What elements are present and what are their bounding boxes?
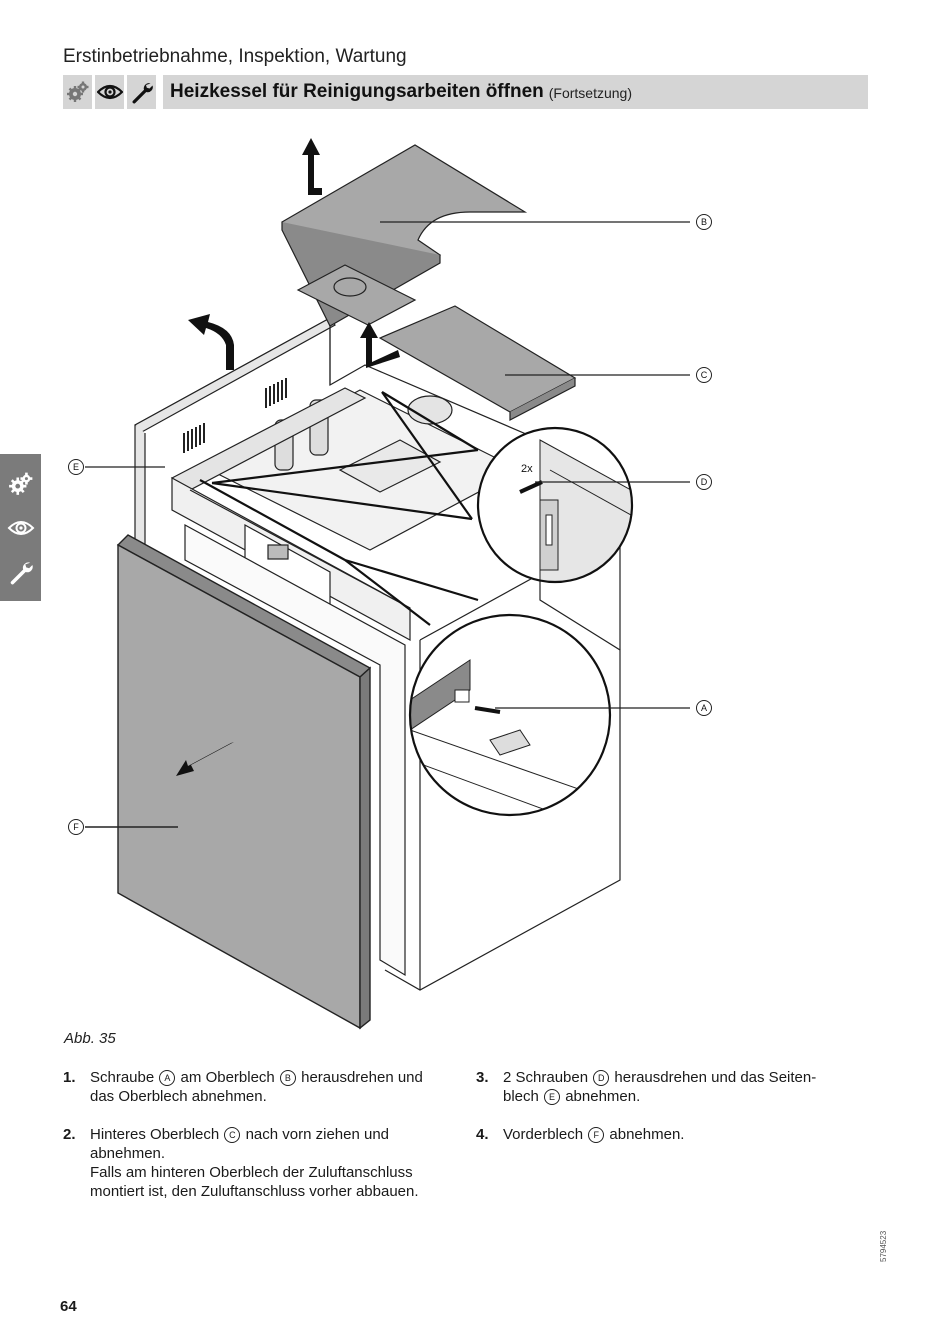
page-number: 64 <box>60 1298 77 1315</box>
callout-c: C <box>696 367 712 383</box>
quantity-note: 2x <box>521 463 533 475</box>
step-text: Schraube A am Oberblech B herausdrehen u… <box>90 1069 423 1105</box>
step-number: 1. <box>63 1069 76 1086</box>
step-number: 4. <box>476 1126 489 1143</box>
step-3: 3. 2 Schrauben D herausdrehen und das Se… <box>476 1068 876 1106</box>
heading-sub: (Fortsetzung) <box>548 85 632 101</box>
figure-caption: Abb. 35 <box>64 1030 116 1047</box>
ref-d: D <box>593 1070 610 1086</box>
wrench-icon <box>10 561 33 584</box>
gears-icon <box>8 472 32 495</box>
step-number: 3. <box>476 1069 489 1086</box>
eye-icon <box>95 75 124 109</box>
ref-c: C <box>224 1127 241 1143</box>
title-bar: Heizkessel für Reinigungsarbeiten öffnen… <box>63 75 868 109</box>
step-text: Vorderblech F abnehmen. <box>503 1126 685 1143</box>
callout-b: B <box>696 214 712 230</box>
wrench-icon <box>127 75 156 109</box>
ref-b: B <box>279 1070 296 1086</box>
step-2: 2. Hinteres Oberblech C nach vorn ziehen… <box>63 1125 463 1201</box>
section-title: Erstinbetriebnahme, Inspektion, Wartung <box>63 46 407 67</box>
document-code: 5794523 <box>879 1230 888 1262</box>
ref-e: E <box>544 1089 561 1105</box>
heading-main: Heizkessel für Reinigungsarbeiten öffnen <box>170 81 544 102</box>
step-4: 4. Vorderblech F abnehmen. <box>476 1125 876 1144</box>
gears-icon <box>63 75 92 109</box>
ref-a: A <box>159 1070 176 1086</box>
step-1: 1. Schraube A am Oberblech B herausdrehe… <box>63 1068 463 1106</box>
step-text: 2 Schrauben D herausdrehen und das Seite… <box>503 1069 817 1105</box>
page-heading: Heizkessel für Reinigungsarbeiten öffnen… <box>163 75 868 109</box>
callout-d: D <box>696 474 712 490</box>
ref-f: F <box>588 1127 605 1143</box>
callout-e: E <box>68 459 84 475</box>
eye-icon <box>7 520 34 535</box>
callout-a: A <box>696 700 712 716</box>
side-tab <box>0 454 41 601</box>
step-text: Hinteres Oberblech C nach vorn ziehen un… <box>90 1126 419 1200</box>
step-number: 2. <box>63 1126 76 1143</box>
callout-f: F <box>68 819 84 835</box>
boiler-exploded-drawing: 2x <box>85 138 690 1030</box>
